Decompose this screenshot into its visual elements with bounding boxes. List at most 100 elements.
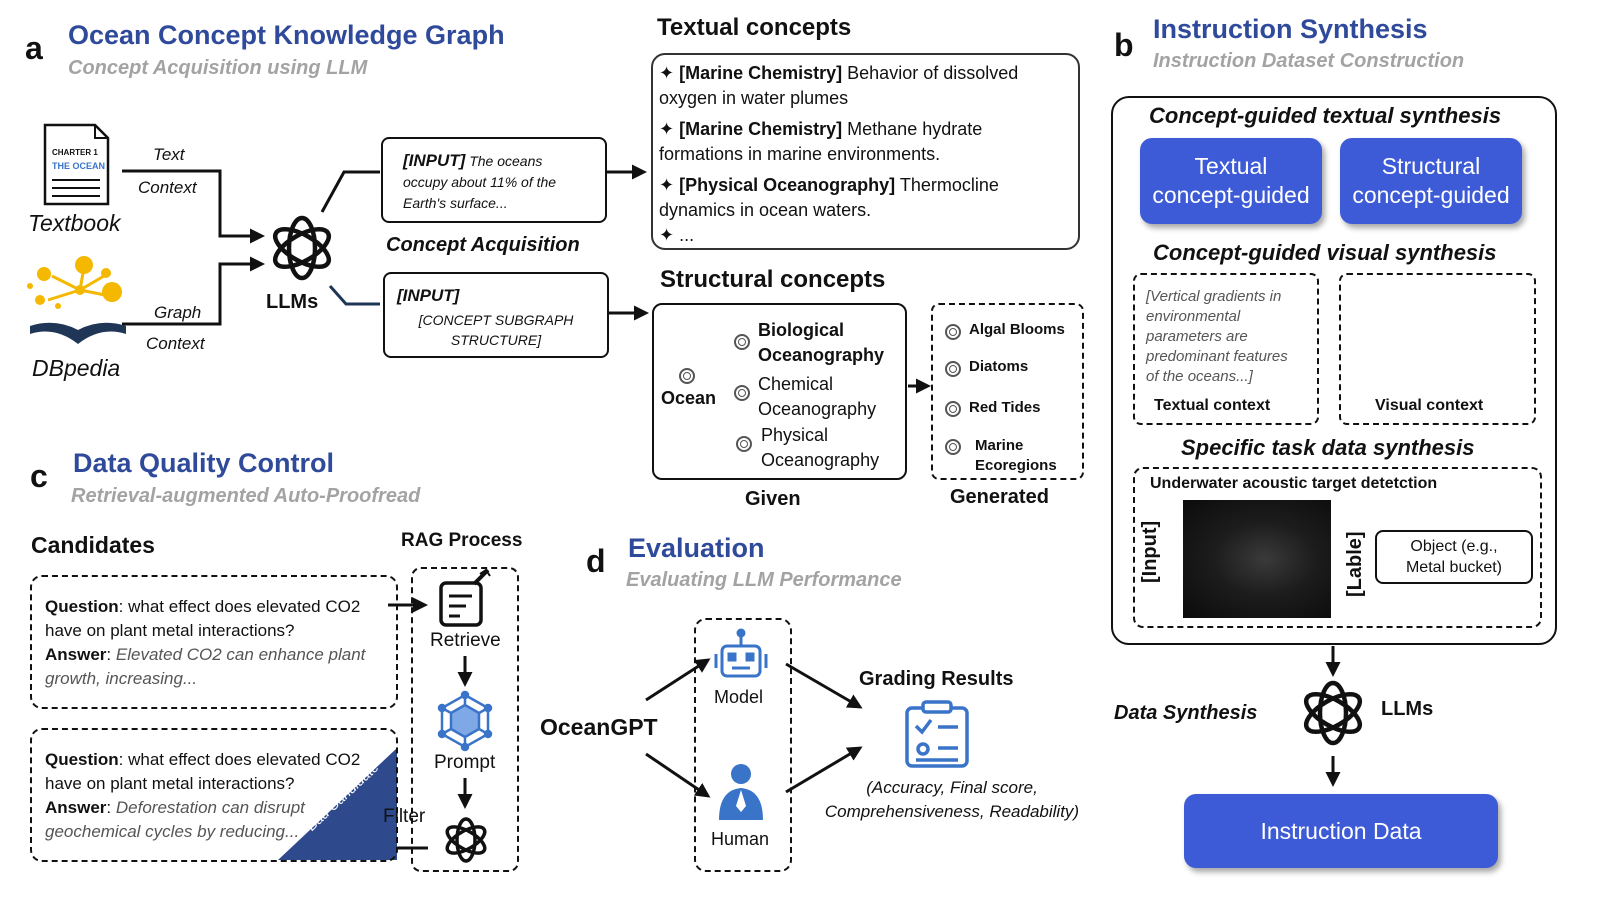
answer-label: Answer <box>45 798 107 817</box>
answer-text: Elevated CO2 can enhance plant <box>115 645 366 664</box>
generated-node-line: Marine <box>975 437 1024 454</box>
textual-synthesis-title: Concept-guided textual synthesis <box>1149 103 1502 128</box>
human-icon <box>719 764 763 820</box>
specific-task-box: Underwater acoustic target detetction [I… <box>1133 467 1542 628</box>
given-node-line: Oceanography <box>758 345 885 365</box>
textual-concept-text: formations in marine environments. <box>659 144 941 164</box>
given-concepts-box: Ocean Biological Oceanography Chemical O… <box>652 303 907 480</box>
bad-candidate-box: Question: what effect does elevated CO2 … <box>30 728 398 862</box>
question-text: : what effect does elevated CO2 <box>118 750 361 769</box>
rag-process-label: RAG Process <box>401 530 523 551</box>
specific-task-title: Specific task data synthesis <box>1181 435 1475 460</box>
panel-letter-c: c <box>30 458 48 494</box>
textual-concept-text: Thermocline <box>895 175 999 195</box>
openai-logo-icon-c <box>445 817 487 863</box>
instruction-data-button[interactable]: Instruction Data <box>1184 794 1498 868</box>
input1-text-b: occupy about 11% of the <box>403 174 557 190</box>
star-icon: ✦ <box>659 175 675 195</box>
textual-context-quote: parameters are <box>1146 328 1248 345</box>
panel-letter-d: d <box>586 543 606 579</box>
generated-label: Generated <box>950 486 1049 508</box>
node-circle-icon <box>734 334 750 350</box>
textual-concept-tag: [Marine Chemistry] <box>679 119 843 139</box>
input1-text-a: The oceans <box>469 153 543 169</box>
input1-tag: [INPUT] <box>403 151 466 170</box>
textual-concept-text: Behavior of dissolved <box>842 63 1019 83</box>
given-node-biological: Biological Oceanography <box>758 318 884 368</box>
rag-process-box <box>411 567 519 872</box>
evaluator-box <box>694 618 792 872</box>
object-label-box: Object (e.g., Metal bucket) <box>1375 530 1533 584</box>
answer-text: geochemical cycles by reducing... <box>45 822 300 841</box>
question-text: have on plant metal interactions? <box>45 774 295 793</box>
input1-text-c: Earth's surface... <box>403 195 508 211</box>
answer-label: Answer <box>45 645 107 664</box>
grading-metrics-line: (Accuracy, Final score, <box>866 778 1038 797</box>
line-llms-to-input1 <box>320 170 380 213</box>
generated-node-label: Algal Blooms <box>969 321 1065 338</box>
generated-concepts-box: Algal Blooms Diatoms Red Tides Marine Ec… <box>931 303 1084 480</box>
given-node-line: Biological <box>758 320 845 340</box>
node-circle-icon <box>945 439 961 455</box>
arrow-oceangpt-to-model <box>645 658 711 702</box>
generated-node-label: Red Tides <box>969 399 1041 416</box>
panel-c-title: Data Quality Control <box>73 448 335 478</box>
button-label: concept-guided <box>1352 182 1510 208</box>
textual-context-quote: environmental <box>1146 308 1241 325</box>
generated-node-line: Ecoregions <box>975 457 1057 474</box>
question-label: Question <box>45 597 119 616</box>
panel-letter-b: b <box>1114 27 1134 63</box>
llms-label-b: LLMs <box>1381 698 1434 720</box>
dbpedia-logo-icon <box>27 256 126 344</box>
visual-context-label: Visual context <box>1375 397 1484 414</box>
model-label: Model <box>714 687 764 707</box>
textual-concepts-title: Textual concepts <box>657 14 852 41</box>
panel-d-subtitle: Evaluating LLM Performance <box>626 569 902 591</box>
panel-a-title: Ocean Concept Knowledge Graph <box>68 20 505 50</box>
text-label: Text <box>153 145 185 164</box>
textual-concept-tag: [Marine Chemistry] <box>679 63 843 83</box>
node-circle-icon <box>679 368 695 384</box>
robot-icon <box>714 628 768 678</box>
grading-metrics-line: Comprehensiveness, Readability) <box>824 802 1080 821</box>
retrieve-icon <box>439 568 491 627</box>
textual-concept-text: dynamics in ocean waters. <box>659 200 872 220</box>
panel-d-title: Evaluation <box>628 533 765 563</box>
node-circle-icon <box>945 324 961 340</box>
generated-node-label: Diatoms <box>969 358 1029 375</box>
llms-label-a: LLMs <box>266 291 319 313</box>
openai-logo-icon-b <box>1303 680 1363 746</box>
panel-b-title: Instruction Synthesis <box>1153 14 1428 44</box>
textual-concept-text: oxygen in water plumes <box>659 88 849 108</box>
textual-context-box: [Vertical gradients in environmental par… <box>1133 273 1319 425</box>
textual-context-quote: of the oceans...] <box>1146 368 1253 385</box>
panel-b-subtitle: Instruction Dataset Construction <box>1153 50 1465 72</box>
input2-box: [INPUT] [CONCEPT SUBGRAPH STRUCTURE] <box>383 272 609 358</box>
given-node-chemical: Chemical Oceanography <box>758 372 876 422</box>
instruction-data-label: Instruction Data <box>1260 817 1422 844</box>
context-label-1: Context <box>138 178 197 197</box>
question-text: : what effect does elevated CO2 <box>118 597 361 616</box>
node-circle-icon <box>734 385 750 401</box>
panel-a-subtitle: Concept Acquisition using LLM <box>68 57 368 79</box>
arrow-textbook-to-llms <box>122 169 265 244</box>
arrow-human-to-grading <box>785 746 863 794</box>
input1-box: [INPUT] The oceans occupy about 11% of t… <box>381 137 607 223</box>
bad-candidate-ribbon <box>278 748 397 860</box>
retrieve-label: Retrieve <box>430 630 501 651</box>
textual-concept-item: ✦ [Marine Chemistry] Behavior of dissolv… <box>659 61 1077 111</box>
ocean-node-label: Ocean <box>661 388 717 408</box>
star-icon: ✦ <box>659 225 675 245</box>
task-name-label: Underwater acoustic target detetction <box>1150 475 1438 492</box>
object-label-text: Object (e.g., <box>1410 538 1498 555</box>
textual-concept-ellipsis: ✦ ... <box>659 223 1077 248</box>
grading-clipboard-icon <box>905 700 969 768</box>
textual-concept-text: Methane hydrate <box>842 119 983 139</box>
prompt-label: Prompt <box>434 752 496 773</box>
arrow-dbpedia-to-llms <box>122 256 265 326</box>
node-circle-icon <box>736 436 752 452</box>
